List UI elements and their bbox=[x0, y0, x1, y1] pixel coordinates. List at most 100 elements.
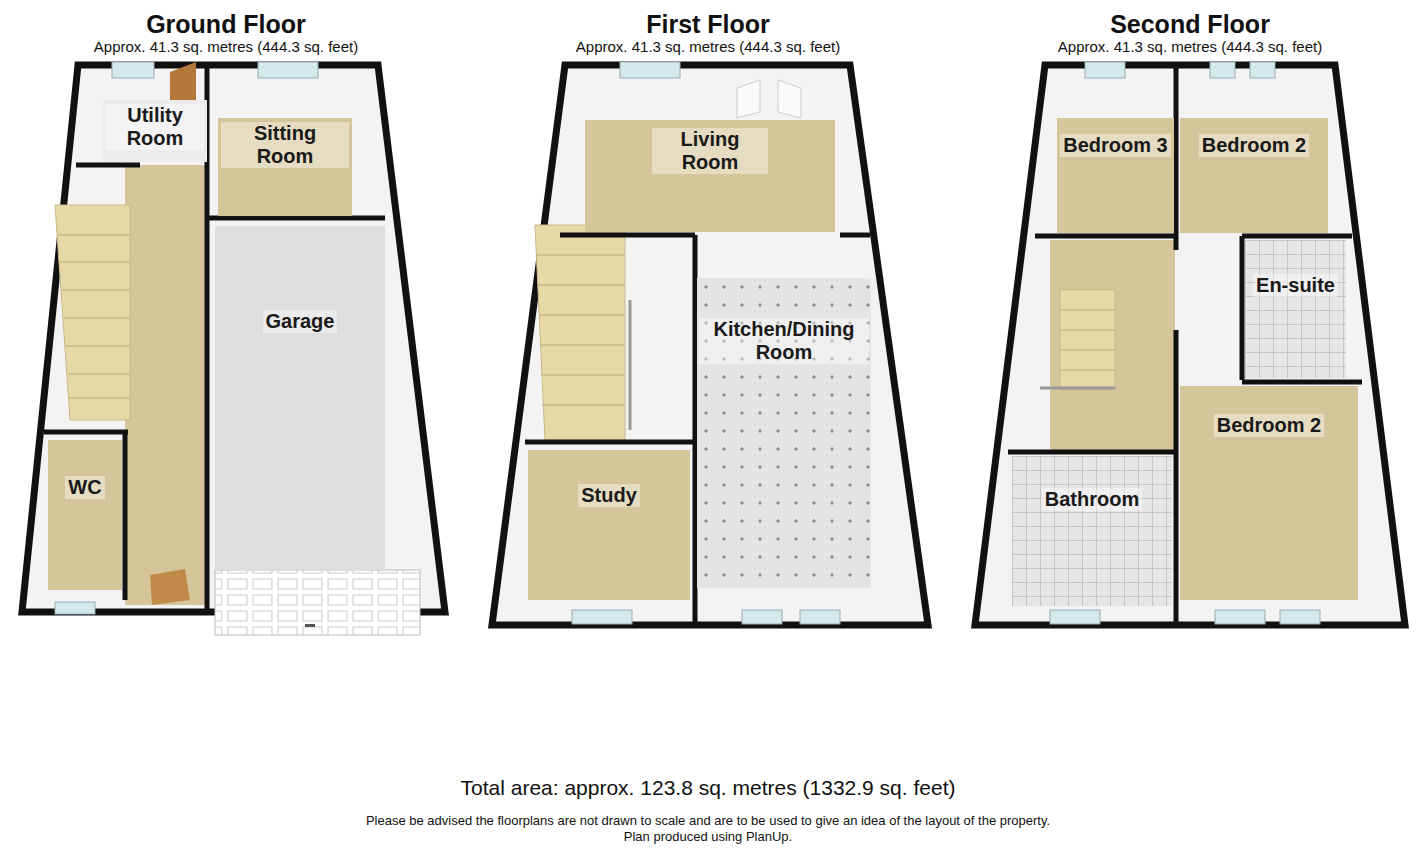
room-area: Bathroom bbox=[1012, 456, 1172, 606]
room-area: Bedroom 3 bbox=[1057, 118, 1173, 233]
stair-step bbox=[542, 404, 625, 406]
interior-wall bbox=[1242, 234, 1352, 239]
interior-wall bbox=[76, 163, 140, 168]
interior-wall bbox=[525, 440, 695, 445]
stair-step bbox=[69, 397, 130, 399]
stair-step bbox=[58, 234, 130, 236]
stair-step bbox=[62, 289, 130, 291]
interior-wall bbox=[44, 430, 128, 435]
stair-step bbox=[64, 317, 130, 319]
landing-floor bbox=[1050, 240, 1175, 452]
stair-rail bbox=[1040, 387, 1115, 390]
interior-wall bbox=[560, 233, 695, 238]
disclaimer-note: Please be advised the floorplans are not… bbox=[0, 813, 1416, 829]
window bbox=[258, 62, 318, 78]
room-area: Living Room bbox=[585, 120, 835, 232]
room-label: Garage bbox=[263, 310, 338, 333]
interior-wall bbox=[123, 432, 128, 600]
window bbox=[1215, 610, 1265, 624]
room-area: Bedroom 2 bbox=[1180, 118, 1328, 233]
floor-heading: First Floor bbox=[490, 10, 926, 38]
floor-area: Approx. 41.3 sq. metres (444.3 sq. feet) bbox=[972, 38, 1408, 56]
interior-wall bbox=[840, 233, 870, 238]
window bbox=[1085, 62, 1125, 78]
window bbox=[1250, 62, 1275, 78]
room-label: Living Room bbox=[652, 128, 768, 174]
garage-door-handle bbox=[305, 624, 315, 627]
stair-step bbox=[1060, 369, 1115, 371]
room-label: Bathroom bbox=[1042, 488, 1142, 511]
interior-wall bbox=[1174, 66, 1179, 250]
room-area: WC bbox=[48, 440, 122, 590]
window bbox=[742, 610, 782, 624]
room-area: Study bbox=[528, 450, 690, 600]
room-label: Utility Room bbox=[106, 104, 204, 150]
patio-door bbox=[737, 80, 760, 118]
stair-rail bbox=[629, 300, 632, 430]
total-area-note: Total area: approx. 123.8 sq. metres (13… bbox=[0, 775, 1416, 801]
outer-wall bbox=[975, 65, 1405, 625]
window bbox=[800, 610, 840, 624]
window bbox=[1050, 610, 1100, 624]
stair-step bbox=[68, 373, 130, 375]
stair-step bbox=[66, 345, 130, 347]
staircase bbox=[1060, 290, 1115, 390]
interior-wall bbox=[1240, 236, 1245, 380]
room-area: Utility Room bbox=[103, 100, 207, 162]
room-area: En-suite bbox=[1245, 240, 1346, 378]
stair-step bbox=[1060, 329, 1115, 331]
door-mat bbox=[150, 569, 190, 605]
stair-step bbox=[540, 344, 625, 346]
floor-area: Approx. 41.3 sq. metres (444.3 sq. feet) bbox=[490, 38, 926, 56]
room-area: Kitchen/Dining Room bbox=[697, 278, 871, 588]
interior-wall bbox=[1035, 234, 1176, 239]
window bbox=[572, 610, 632, 624]
stair-steps bbox=[1060, 310, 1115, 370]
room-label: Study bbox=[578, 484, 640, 507]
floor-area: Approx. 41.3 sq. metres (444.3 sq. feet) bbox=[15, 38, 437, 56]
interior-wall bbox=[1008, 450, 1176, 455]
floor-heading: Second Floor bbox=[972, 10, 1408, 38]
interior-walls bbox=[1008, 66, 1362, 625]
room-label: WC bbox=[65, 476, 104, 499]
stair-step bbox=[60, 261, 130, 263]
interior-walls bbox=[44, 66, 385, 612]
stair-steps bbox=[58, 235, 130, 398]
room-area: Garage bbox=[215, 226, 385, 570]
floor-plan: Second FloorApprox. 41.3 sq. metres (444… bbox=[972, 4, 1408, 626]
stair-step bbox=[538, 284, 625, 286]
stair-step bbox=[539, 314, 625, 316]
disclaimer-note: Plan produced using PlanUp. bbox=[0, 829, 1416, 845]
floor-heading: Ground Floor bbox=[15, 10, 437, 38]
interior-wall bbox=[1174, 330, 1179, 625]
interior-walls bbox=[525, 235, 870, 625]
room-area: Bedroom 2 bbox=[1180, 386, 1358, 600]
staircase bbox=[535, 225, 625, 440]
patio-door bbox=[778, 80, 801, 118]
window bbox=[1210, 62, 1235, 78]
room-label: Kitchen/Dining Room bbox=[699, 318, 869, 364]
floor-plan: Ground FloorApprox. 41.3 sq. metres (444… bbox=[15, 4, 437, 620]
room-label: Bedroom 2 bbox=[1199, 134, 1309, 157]
room-label: En-suite bbox=[1253, 274, 1338, 297]
window bbox=[55, 602, 95, 614]
window bbox=[1280, 610, 1320, 624]
stair-step bbox=[1060, 349, 1115, 351]
floor-plan: First FloorApprox. 41.3 sq. metres (444.… bbox=[490, 4, 926, 626]
garage-door bbox=[215, 570, 420, 635]
room-label: Bedroom 3 bbox=[1060, 134, 1170, 157]
interior-wall bbox=[1242, 380, 1362, 385]
stair-steps bbox=[537, 255, 625, 405]
hallway-floor bbox=[125, 165, 207, 605]
outer-wall bbox=[492, 65, 928, 625]
window bbox=[620, 62, 680, 78]
room-label: Sitting Room bbox=[221, 122, 349, 168]
room-label: Bedroom 2 bbox=[1214, 414, 1324, 437]
outer-wall bbox=[22, 65, 445, 612]
room-area: Sitting Room bbox=[218, 118, 352, 216]
window bbox=[112, 62, 154, 78]
stair-step bbox=[541, 374, 625, 376]
stair-step bbox=[1060, 309, 1115, 311]
interior-wall bbox=[207, 216, 385, 221]
staircase bbox=[55, 205, 130, 420]
